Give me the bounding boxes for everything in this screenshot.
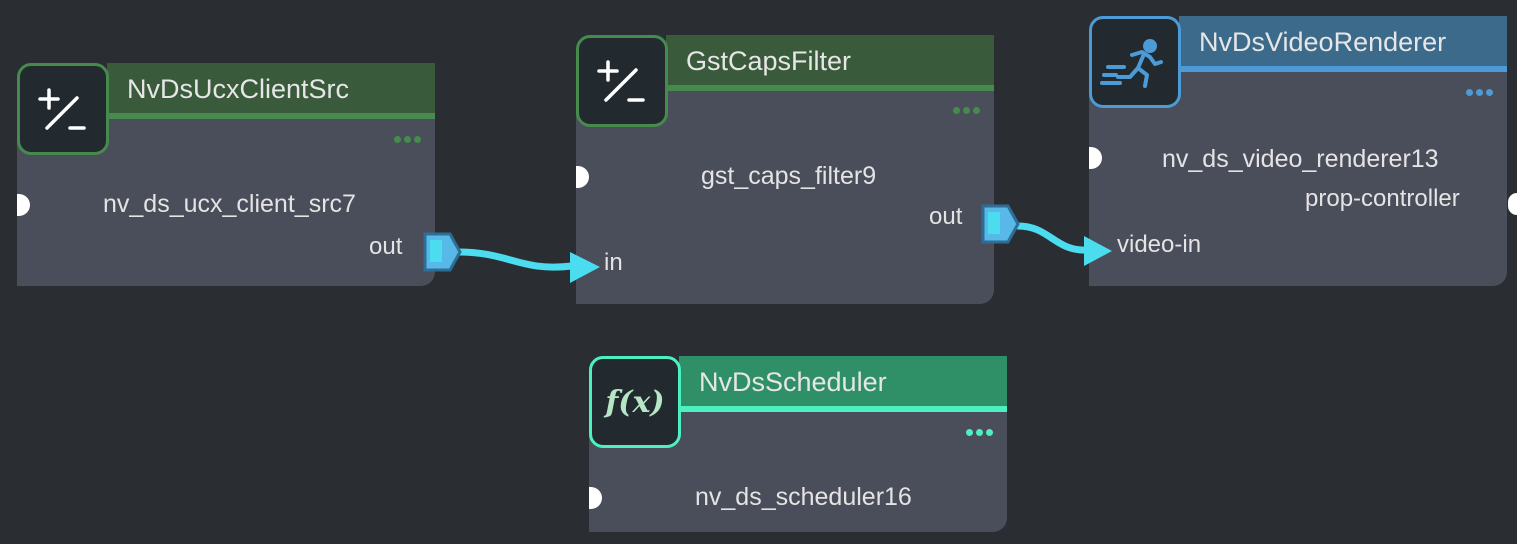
node-instance-name: gst_caps_filter9: [701, 162, 877, 190]
node-title: GstCapsFilter: [686, 46, 852, 76]
node-title: NvDsScheduler: [699, 367, 887, 397]
out-port-label: out: [929, 203, 963, 230]
node-nvds-video-renderer[interactable]: NvDsVideoRenderer nv_ds_video_renderer13…: [1089, 16, 1507, 287]
video-in-port-label: video-in: [1117, 231, 1202, 258]
in-port-label: in: [604, 249, 623, 276]
function-icon: f(x): [589, 356, 681, 448]
prop-controller-port-label: prop-controller: [1305, 185, 1460, 212]
node-menu-dots[interactable]: [394, 136, 421, 144]
node-title: NvDsUcxClientSrc: [127, 74, 350, 104]
plus-minus-icon: [17, 63, 109, 155]
running-man-icon: [1089, 16, 1181, 108]
node-instance-name: nv_ds_video_renderer13: [1162, 145, 1439, 173]
connection-wire: [454, 248, 576, 271]
connection-wire: [1014, 222, 1092, 254]
input-port[interactable]: [589, 487, 602, 509]
node-menu-dots[interactable]: [1466, 89, 1493, 97]
node-nvds-ucx-client-src[interactable]: NvDsUcxClientSrc nv_ds_ucx_client_src7 o…: [17, 63, 435, 287]
input-port[interactable]: [17, 194, 30, 216]
node-nvds-scheduler[interactable]: NvDsScheduler f(x) nv_ds_scheduler16: [589, 356, 1007, 533]
node-instance-name: nv_ds_scheduler16: [695, 483, 912, 511]
input-port[interactable]: [1089, 147, 1102, 169]
input-port[interactable]: [576, 166, 589, 188]
plus-minus-icon: [576, 35, 668, 127]
prop-controller-port[interactable]: [1508, 193, 1517, 215]
out-port-label: out: [369, 233, 403, 260]
node-menu-dots[interactable]: [966, 429, 993, 437]
node-instance-name: nv_ds_ucx_client_src7: [103, 190, 356, 218]
node-title: NvDsVideoRenderer: [1199, 27, 1447, 57]
node-menu-dots[interactable]: [953, 107, 980, 115]
node-gst-caps-filter[interactable]: GstCapsFilter gst_caps_filter9 out in: [576, 35, 994, 305]
